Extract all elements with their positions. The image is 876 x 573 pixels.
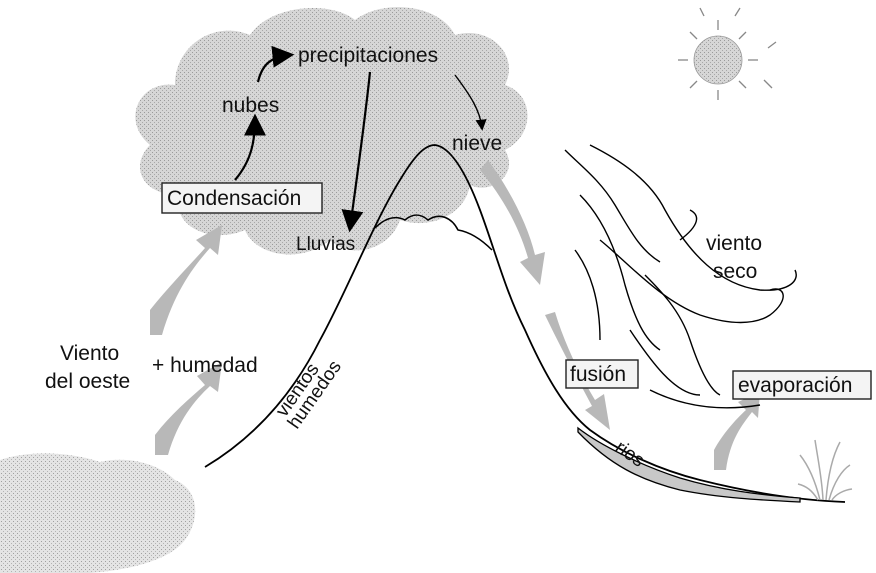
ground-moisture: [0, 453, 195, 573]
river: [578, 428, 800, 502]
label-nubes: nubes: [222, 94, 279, 117]
label-nieve: nieve: [452, 132, 502, 155]
grass-icon: [798, 440, 852, 500]
label-evaporacion: evaporación: [738, 374, 852, 397]
label-viento-seco-line1: viento: [706, 232, 762, 255]
label-humedad: + humedad: [152, 354, 258, 377]
label-precipitaciones: precipitaciones: [298, 44, 438, 67]
sun-icon: [678, 8, 776, 100]
label-viento-seco-line2: seco: [713, 260, 757, 283]
label-fusion: fusión: [570, 363, 626, 386]
rising-air-arrows: [150, 225, 760, 470]
label-viento-oeste-line2: del oeste: [45, 370, 130, 393]
label-condensacion: Condensación: [167, 187, 301, 210]
label-lluvias: Lluvias: [296, 234, 355, 255]
descending-arrows: [480, 160, 610, 430]
label-viento-oeste-line1: Viento: [60, 342, 119, 365]
